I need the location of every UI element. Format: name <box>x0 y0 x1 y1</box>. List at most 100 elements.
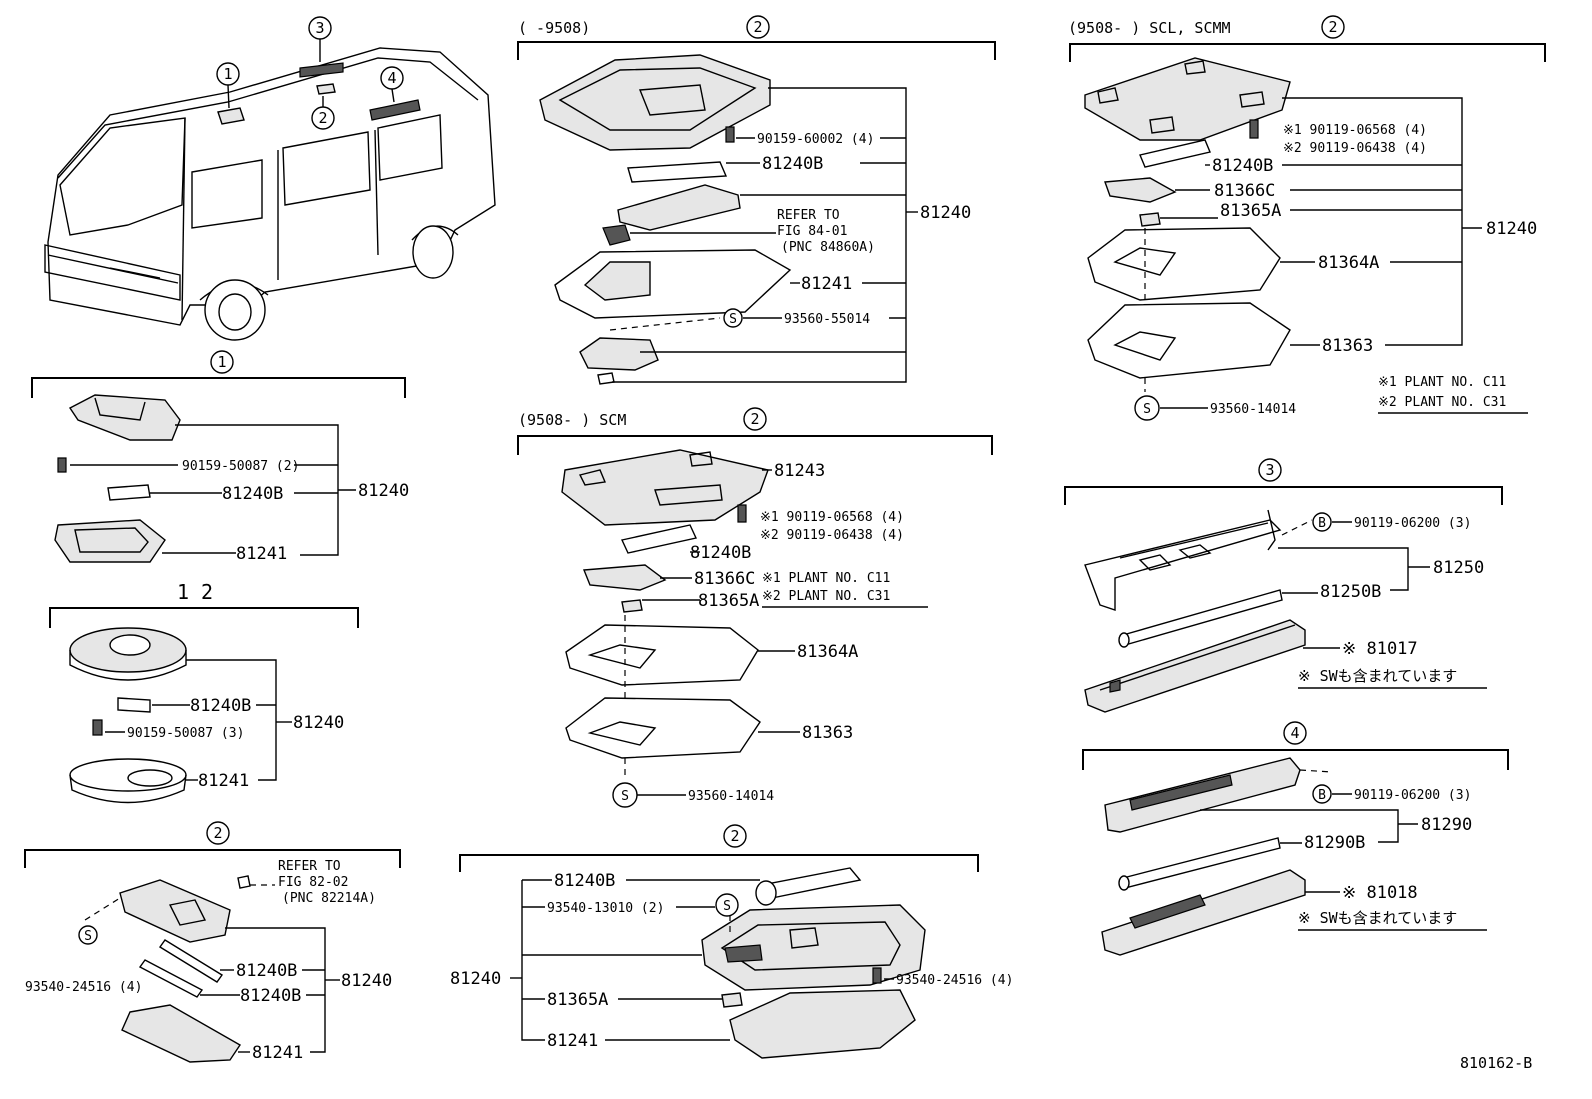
r3-bolt-label: 90119-06200 (3) <box>1354 516 1471 531</box>
s12-bulb-label: 81240B <box>190 696 251 716</box>
r1-header: (9508- ) SCL, SCMM <box>1068 19 1231 37</box>
r1-screw1-label: ※1 90119-06568 (4) <box>1283 123 1427 138</box>
r4-housing-label: ※ 81018 <box>1342 883 1418 903</box>
r3-note: ※ SWも含まれています <box>1298 667 1457 685</box>
r4-note: ※ SWも含まれています <box>1298 909 1457 927</box>
lens-icon <box>54 519 166 563</box>
section-right-top: (9508- ) SCL, SCMM 2 S ※1 90119-06 <box>1068 15 1546 421</box>
section-2-left-callout: 2 <box>213 824 222 842</box>
section-1: 1 90159-50087 (2) 81240B 81241 81240 <box>31 350 409 564</box>
lens-icon <box>565 697 761 759</box>
r1-cover-label: 81364A <box>1318 253 1379 273</box>
base-plate-icon <box>1084 57 1291 141</box>
c2-note-1: ※1 PLANT NO. C11 <box>762 571 890 586</box>
c3-knob-label: 81365A <box>547 990 608 1010</box>
c1-lens-label: 81241 <box>801 274 852 294</box>
c2-base-label: 81243 <box>774 461 825 481</box>
vehicle-callout-4[interactable]: 4 <box>380 66 404 103</box>
s2b-refer-2: FIG 82-02 <box>278 875 348 890</box>
knob-icon <box>721 992 743 1008</box>
s2b-clip-symbol: S <box>84 929 92 944</box>
r1-clip-label: 93560-14014 <box>1210 402 1296 417</box>
s12-assy-label: 81240 <box>293 713 344 733</box>
vehicle-callout-3[interactable]: 3 <box>308 16 332 62</box>
switch-icon <box>1104 177 1177 203</box>
s1-screw-label: 90159-50087 (2) <box>182 459 299 474</box>
section-center-middle: (9508- ) SCM 2 S 81243 ※1 90119-06568 (4… <box>517 407 993 808</box>
r1-assy-label: 81240 <box>1486 219 1537 239</box>
c3-bulb-label: 81240B <box>554 871 615 891</box>
c2-callout: 2 <box>750 410 759 428</box>
c1-callout: 2 <box>753 18 762 36</box>
c3-clip-symbol: S <box>723 899 731 914</box>
c1-header: ( -9508) <box>518 19 590 37</box>
section-3: 3 B 90119-06200 (3) 81250B 81250 ※ 81017… <box>1064 458 1503 713</box>
section-2-left: 2 S REFER TO FIG 82-02 (PNC 82214A) 9354… <box>24 821 401 1063</box>
s2b-clip-label: 93540-24516 (4) <box>25 980 142 995</box>
c3-lens-label: 81241 <box>547 1031 598 1051</box>
bracket-icon <box>1104 757 1301 833</box>
c1-refer-1: REFER TO <box>777 208 840 223</box>
r3-housing-label: ※ 81017 <box>1342 639 1418 659</box>
base-plate-icon <box>561 449 769 526</box>
c1-clip-symbol: S <box>729 312 737 327</box>
clip-icon <box>237 875 251 889</box>
reflector-icon <box>617 184 741 231</box>
r1-bulb-label: 81240B <box>1212 156 1273 176</box>
r4-bolt-label: 90119-06200 (3) <box>1354 788 1471 803</box>
section-1-2: 1 2 81240B 90159-50087 (3) 81241 81240 <box>49 580 359 804</box>
light-housing-icon <box>1101 869 1306 956</box>
s12-screw-label: 90159-50087 (3) <box>127 726 244 741</box>
c2-header: (9508- ) SCM <box>518 411 626 429</box>
vehicle-callout-4-label: 4 <box>387 69 396 87</box>
screw-icon <box>1249 119 1259 139</box>
c2-bulb-label: 81240B <box>690 543 751 563</box>
switch-plate-icon <box>579 337 659 371</box>
c2-knob-label: 81365A <box>698 591 759 611</box>
c2-cover-label: 81364A <box>797 642 858 662</box>
dome-light-base <box>539 54 771 151</box>
bulb-icon <box>627 161 728 183</box>
light-housing-icon <box>1084 619 1306 713</box>
c2-clip-label: 93560-14014 <box>688 789 774 804</box>
r1-clip-symbol: S <box>1143 402 1151 417</box>
c2-lens-label: 81363 <box>802 723 853 743</box>
section-1-2-callout: 1 2 <box>177 580 213 604</box>
c3-screw-label: 93540-24516 (4) <box>896 973 1013 988</box>
s1-lens-label: 81241 <box>236 544 287 564</box>
screw-icon <box>57 457 67 473</box>
cover-icon <box>1087 227 1281 301</box>
c1-screw-label: 90159-60002 (4) <box>757 132 874 147</box>
section-center-top: ( -9508) 2 S 90159-60002 (4) 81240B <box>517 15 996 385</box>
r1-note-2: ※2 PLANT NO. C31 <box>1378 395 1506 410</box>
r4-tube-label: 81290B <box>1304 833 1365 853</box>
bulb-icon <box>107 484 151 501</box>
screw-icon <box>92 719 103 736</box>
r1-lens-label: 81363 <box>1322 336 1373 356</box>
c3-clip-label: 93540-13010 (2) <box>547 901 664 916</box>
c2-screw2-label: ※2 90119-06438 (4) <box>760 528 904 543</box>
round-lens-icon <box>69 758 187 792</box>
section-center-bottom: 2 S 81240B 93540-13010 (2) 81240 93540-2… <box>450 824 1013 1059</box>
vehicle-callout-1-label: 1 <box>223 65 232 83</box>
r3-tube-label: 81250B <box>1320 582 1381 602</box>
c1-assy-label: 81240 <box>920 203 971 223</box>
r3-assy-label: 81250 <box>1433 558 1484 578</box>
c1-refer-2: FIG 84-01 <box>777 224 847 239</box>
c1-refer-3: (PNC 84860A) <box>781 240 875 255</box>
s2b-assy-label: 81240 <box>341 971 392 991</box>
switch-icon <box>602 224 631 246</box>
vehicle-callout-3-label: 3 <box>315 19 324 37</box>
vehicle-callout-1[interactable]: 1 <box>216 62 240 109</box>
bracket-icon <box>1084 519 1282 611</box>
screw-icon <box>725 126 735 143</box>
van-illustration <box>44 47 496 341</box>
bulb-icon <box>158 939 224 983</box>
map-light-base <box>119 879 231 943</box>
s2b-lens-label: 81241 <box>252 1043 303 1063</box>
c1-clip-label: 93560-55014 <box>784 312 870 327</box>
r1-knob-label: 81365A <box>1220 201 1281 221</box>
vehicle-callout-2[interactable]: 2 <box>311 96 335 130</box>
section-3-callout: 3 <box>1265 461 1274 479</box>
